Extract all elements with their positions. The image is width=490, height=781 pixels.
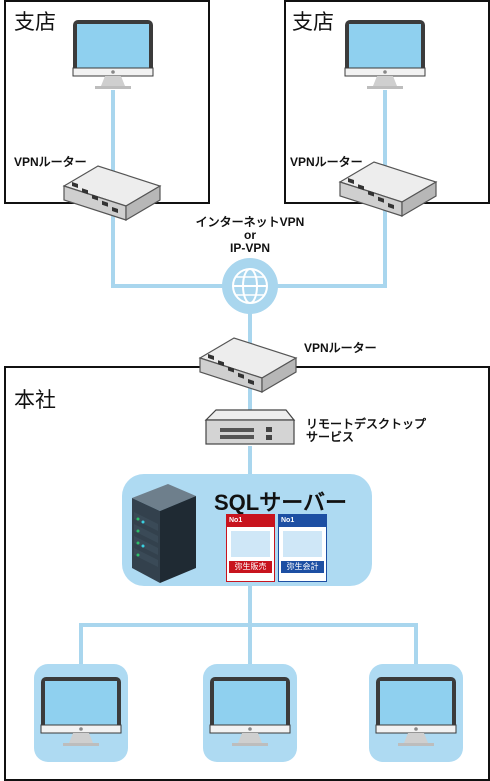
internet-label-line2: or xyxy=(244,228,256,242)
branch-left-router-icon xyxy=(63,165,161,221)
globe-icon xyxy=(222,258,278,314)
internet-label-line3: IP-VPN xyxy=(229,241,270,255)
branch-right-title: 支店 xyxy=(292,10,334,34)
rds-label-line1: リモートデスクトップ xyxy=(306,417,427,431)
internet-label: インターネットVPN or IP-VPN xyxy=(180,216,320,255)
connection-lines xyxy=(79,90,418,665)
branch-right-router-icon xyxy=(339,161,437,217)
hq-router-icon xyxy=(199,337,297,393)
hq-router-label: VPNルーター xyxy=(304,341,377,355)
branch-right-router-label: VPNルーター xyxy=(290,155,363,169)
product-badge: No1 xyxy=(279,515,326,527)
product-badge: No1 xyxy=(227,515,274,527)
product-name: 弥生販売 xyxy=(229,561,272,573)
branch-left-monitor-icon xyxy=(72,19,154,90)
rds-label: リモートデスクトップ サービス xyxy=(306,418,426,444)
product-name: 弥生会計 xyxy=(281,561,324,573)
internet-label-line1: インターネットVPN xyxy=(195,215,305,229)
sql-server-title: SQLサーバー xyxy=(214,490,348,515)
rds-label-line2: サービス xyxy=(306,430,355,444)
product-box-hanbai: No1 弥生販売 xyxy=(226,514,275,582)
product-box-kaikei: No1 弥生会計 xyxy=(278,514,327,582)
hq-title: 本社 xyxy=(14,388,56,412)
branch-left-router-label: VPNルーター xyxy=(14,155,87,169)
server-rack-icon xyxy=(132,484,196,583)
branch-right-monitor-icon xyxy=(344,19,426,90)
rds-server-icon xyxy=(204,409,296,445)
branch-left-title: 支店 xyxy=(14,10,56,34)
